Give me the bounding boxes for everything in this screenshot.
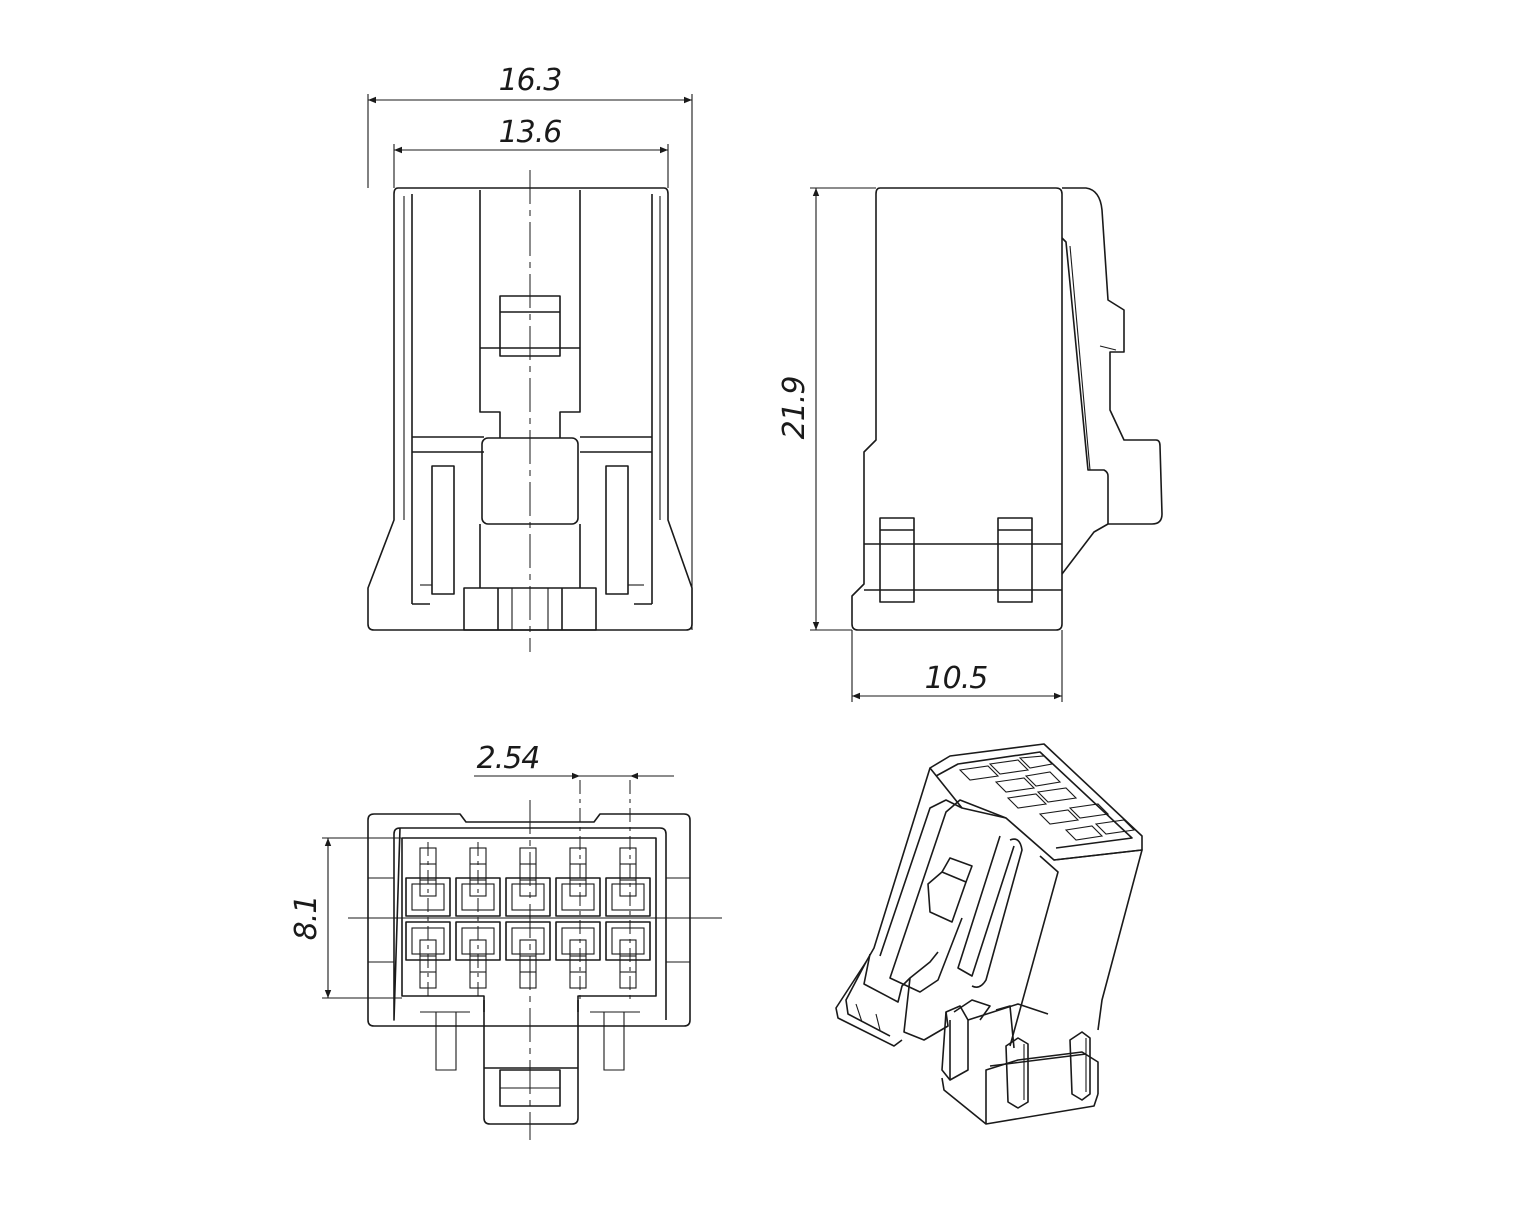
dim-overall-width: 16.3	[499, 63, 562, 98]
cavity-row-bottom	[405, 921, 651, 989]
cavity-row-top	[405, 847, 651, 917]
front-view: 16.3 13.6	[367, 63, 693, 652]
bottom-view: 2.54 8.1	[289, 741, 722, 1140]
isometric-view	[835, 743, 1143, 1125]
dim-row-height: 8.1	[289, 896, 324, 941]
side-view: 21.9 10.5	[777, 187, 1163, 702]
dim-depth: 10.5	[925, 661, 988, 696]
dim-inner-width: 13.6	[499, 115, 562, 150]
dim-height: 21.9	[777, 377, 812, 440]
dim-pitch: 2.54	[477, 741, 540, 776]
